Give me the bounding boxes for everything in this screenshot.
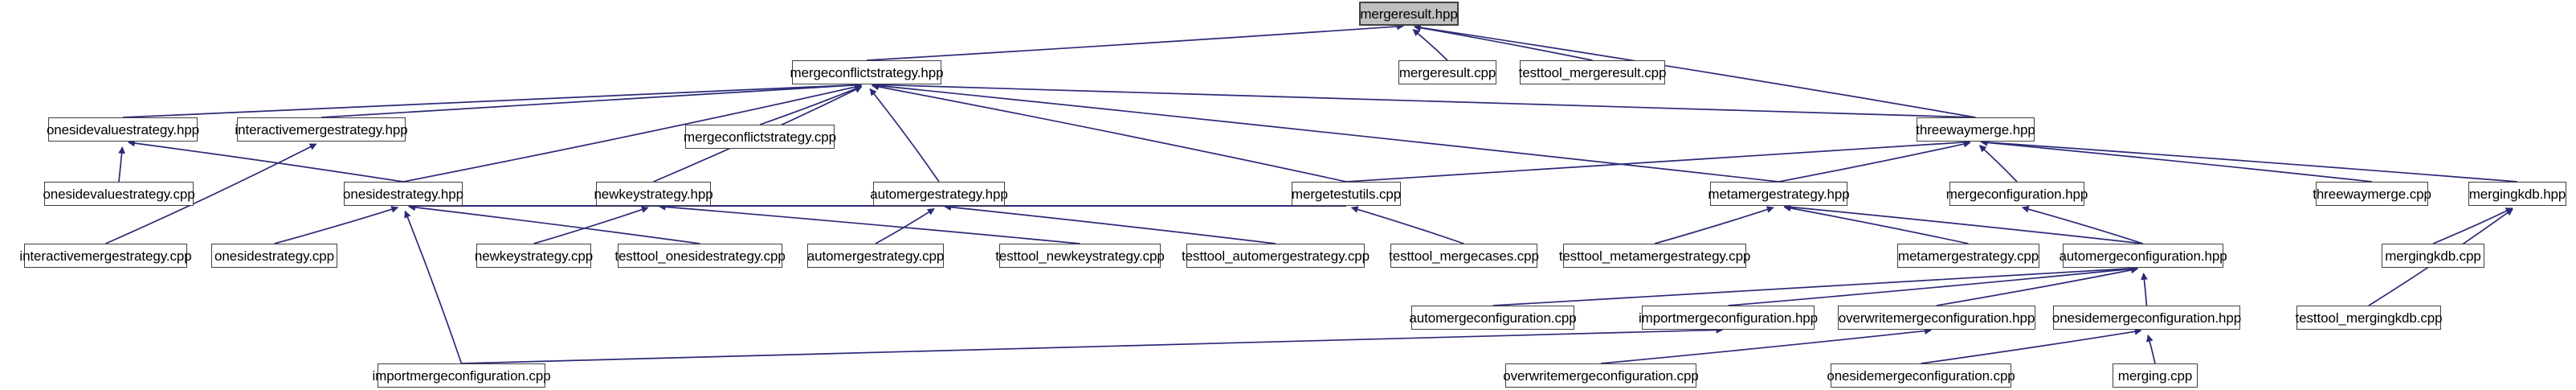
graph-node-label: importmergeconfiguration.cpp	[372, 367, 551, 384]
graph-node-label: mergingkdb.hpp	[2468, 186, 2566, 202]
graph-node-label: overwritemergeconfiguration.cpp	[1503, 367, 1699, 384]
graph-node-label: metamergestrategy.cpp	[1897, 248, 2039, 264]
graph-node-automergeconfiguration-hpp[interactable]: automergeconfiguration.hpp	[2059, 244, 2227, 268]
graph-node-label: onesidemergeconfiguration.cpp	[1827, 367, 2015, 384]
graph-node-newkeystrategy-cpp[interactable]: newkeystrategy.cpp	[474, 244, 594, 268]
graph-node-mergetestutils-cpp[interactable]: mergetestutils.cpp	[1292, 182, 1401, 206]
graph-node-onesidestrategy-cpp[interactable]: onesidestrategy.cpp	[211, 244, 337, 268]
graph-node-label: onesidevaluestrategy.cpp	[43, 186, 195, 202]
graph-node-threewaymerge-hpp[interactable]: threewaymerge.hpp	[1916, 117, 2035, 142]
graph-node-label: automergeconfiguration.cpp	[1409, 310, 1577, 326]
graph-node-label: testtool_mergecases.cpp	[1389, 248, 1539, 264]
graph-node-label: testtool_onesidestrategy.cpp	[614, 248, 786, 264]
graph-node-label: testtool_metamergestrategy.cpp	[1558, 248, 1751, 264]
graph-node-mergeresult-cpp[interactable]: mergeresult.cpp	[1398, 60, 1496, 84]
graph-node-automergestrategy-cpp[interactable]: automergestrategy.cpp	[807, 244, 944, 268]
graph-node-overwritemergeconfiguration-cpp[interactable]: overwritemergeconfiguration.cpp	[1503, 363, 1699, 388]
graph-node-label: onesidestrategy.hpp	[343, 186, 463, 202]
graph-node-label: mergeconflictstrategy.hpp	[790, 64, 944, 80]
graph-node-testtool-onesidestrategy-cpp[interactable]: testtool_onesidestrategy.cpp	[614, 244, 786, 268]
graph-node-label: automergeconfiguration.hpp	[2059, 248, 2227, 264]
graph-node-mergingkdb-hpp[interactable]: mergingkdb.hpp	[2468, 182, 2566, 206]
graph-node-testtool-metamergestrategy-cpp[interactable]: testtool_metamergestrategy.cpp	[1559, 244, 1750, 268]
graph-node-newkeystrategy-hpp[interactable]: newkeystrategy.hpp	[594, 182, 713, 206]
graph-node-label: onesidemergeconfiguration.hpp	[2051, 310, 2242, 326]
graph-node-label: interactivemergestrategy.cpp	[19, 248, 192, 264]
graph-node-metamergestrategy-cpp[interactable]: metamergestrategy.cpp	[1897, 244, 2039, 268]
graph-node-mergeconfiguration-hpp[interactable]: mergeconfiguration.hpp	[1946, 182, 2088, 206]
graph-node-label: mergeconfiguration.hpp	[1945, 186, 2088, 202]
graph-node-label: testtool_automergestrategy.cpp	[1182, 248, 1370, 264]
graph-node-onesidevaluestrategy-cpp[interactable]: onesidevaluestrategy.cpp	[43, 182, 195, 206]
graph-node-label: mergingkdb.cpp	[2385, 248, 2481, 264]
graph-node-label: mergeconflictstrategy.cpp	[684, 129, 836, 145]
graph-node-metamergestrategy-hpp[interactable]: metamergestrategy.hpp	[1708, 182, 1850, 206]
graph-node-importmergeconfiguration-cpp[interactable]: importmergeconfiguration.cpp	[372, 363, 551, 388]
graph-node-onesidemergeconfiguration-cpp[interactable]: onesidemergeconfiguration.cpp	[1827, 363, 2015, 388]
graph-node-overwritemergeconfiguration-hpp[interactable]: overwritemergeconfiguration.hpp	[1838, 306, 2035, 330]
graph-node-label: merging.cpp	[2117, 367, 2193, 384]
graph-node-label: threewaymerge.cpp	[2313, 186, 2431, 202]
graph-node-threewaymerge-cpp[interactable]: threewaymerge.cpp	[2313, 182, 2431, 206]
graph-node-label: importmergeconfiguration.hpp	[1638, 310, 1819, 326]
graph-node-testtool-mergecases-cpp[interactable]: testtool_mergecases.cpp	[1389, 244, 1539, 268]
graph-node-mergeconflictstrategy-hpp[interactable]: mergeconflictstrategy.hpp	[790, 60, 944, 84]
graph-node-label: mergeresult.cpp	[1398, 64, 1496, 80]
graph-node-onesidestrategy-hpp[interactable]: onesidestrategy.hpp	[343, 182, 463, 206]
graph-node-label: newkeystrategy.hpp	[594, 186, 713, 202]
graph-node-label: threewaymerge.hpp	[1916, 121, 2035, 138]
graph-node-mergeresult-hpp[interactable]: mergeresult.hpp	[1359, 2, 1459, 26]
graph-node-label: testtool_newkeystrategy.cpp	[995, 248, 1165, 264]
graph-node-automergeconfiguration-cpp[interactable]: automergeconfiguration.cpp	[1409, 306, 1577, 330]
graph-node-mergingkdb-cpp[interactable]: mergingkdb.cpp	[2382, 244, 2484, 268]
graph-node-label: newkeystrategy.cpp	[474, 248, 594, 264]
graph-node-label: interactivemergestrategy.hpp	[235, 121, 408, 138]
graph-node-importmergeconfiguration-hpp[interactable]: importmergeconfiguration.hpp	[1638, 306, 1819, 330]
graph-node-automergestrategy-hpp[interactable]: automergestrategy.hpp	[870, 182, 1008, 206]
graph-node-label: onesidestrategy.cpp	[214, 248, 334, 264]
graph-node-merging-cpp[interactable]: merging.cpp	[2113, 363, 2198, 388]
graph-node-testtool-mergingkdb-cpp[interactable]: testtool_mergingkdb.cpp	[2295, 306, 2443, 330]
graph-node-label: overwritemergeconfiguration.hpp	[1838, 310, 2035, 326]
graph-node-onesidevaluestrategy-hpp-left[interactable]: onesidevaluestrategy.hpp	[46, 117, 200, 142]
graph-node-interactivemergestrategy-hpp[interactable]: interactivemergestrategy.hpp	[235, 117, 408, 142]
graph-node-testtool-mergeresult-cpp[interactable]: testtool_mergeresult.cpp	[1518, 60, 1667, 84]
graph-node-testtool-automergestrategy-cpp[interactable]: testtool_automergestrategy.cpp	[1182, 244, 1370, 268]
graph-node-mergeconflictstrategy-cpp[interactable]: mergeconflictstrategy.cpp	[684, 125, 836, 149]
graph-node-interactivemergestrategy-cpp[interactable]: interactivemergestrategy.cpp	[19, 244, 192, 268]
graph-node-testtool-newkeystrategy-cpp[interactable]: testtool_newkeystrategy.cpp	[995, 244, 1165, 268]
graph-node-label: testtool_mergingkdb.cpp	[2295, 310, 2443, 326]
graph-node-label: automergestrategy.hpp	[870, 186, 1008, 202]
graph-node-label: mergeresult.hpp	[1360, 6, 1458, 22]
graph-node-label: mergetestutils.cpp	[1291, 186, 1402, 202]
graph-node-label: automergestrategy.cpp	[806, 248, 945, 264]
graph-node-label: metamergestrategy.hpp	[1708, 186, 1850, 202]
graph-node-onesidemergeconfiguration-hpp[interactable]: onesidemergeconfiguration.hpp	[2051, 306, 2242, 330]
graph-node-label: onesidevaluestrategy.hpp	[46, 121, 200, 138]
graph-node-label: testtool_mergeresult.cpp	[1518, 64, 1667, 80]
